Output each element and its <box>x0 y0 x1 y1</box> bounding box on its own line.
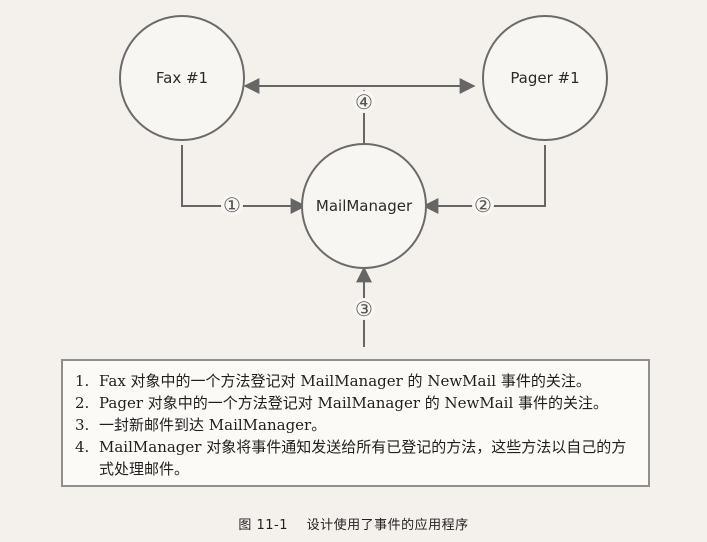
pager-register-line <box>422 145 546 214</box>
figure-caption: 图 11-1 设计使用了事件的应用程序 <box>0 514 707 533</box>
fax-node <box>119 15 245 141</box>
legend-number: 4. <box>75 438 90 456</box>
pager-label: Pager #1 <box>510 69 579 87</box>
legend-item-1: 1. Fax 对象中的一个方法登记对 MailManager 的 NewMail… <box>75 370 636 392</box>
step-badge-2: ② <box>472 193 494 217</box>
step-badge-1: ① <box>221 193 243 217</box>
fax-label: Fax #1 <box>156 69 208 87</box>
fax-register-line <box>181 145 307 214</box>
mail-manager-node <box>301 143 427 269</box>
step-badge-2-label: ② <box>474 193 492 217</box>
legend-item-4: 4. MailManager 对象将事件通知发送给所有已登记的方法，这些方法以自… <box>75 436 636 480</box>
legend-list: 1. Fax 对象中的一个方法登记对 MailManager 的 NewMail… <box>63 361 648 480</box>
legend-item-3: 3. 一封新邮件到达 MailManager。 <box>75 414 636 436</box>
legend-text: 一封新邮件到达 MailManager。 <box>99 416 327 434</box>
legend-box: 1. Fax 对象中的一个方法登记对 MailManager 的 NewMail… <box>61 359 650 487</box>
legend-text: MailManager 对象将事件通知发送给所有已登记的方法，这些方法以自己的方… <box>99 438 627 478</box>
event-diagram: Fax #1 Pager #1 MailManager ① ② ③ ④ <box>119 15 608 347</box>
legend-text: Fax 对象中的一个方法登记对 MailManager 的 NewMail 事件… <box>99 372 591 390</box>
step-badge-1-label: ① <box>223 193 241 217</box>
step-badge-4: ④ <box>353 90 375 114</box>
step-badge-3: ③ <box>353 297 375 321</box>
figure-number: 图 11-1 <box>238 518 288 533</box>
legend-text: Pager 对象中的一个方法登记对 MailManager 的 NewMail … <box>99 394 609 412</box>
legend-number: 1. <box>75 372 90 390</box>
legend-number: 2. <box>75 394 90 412</box>
legend-number: 3. <box>75 416 90 434</box>
legend-item-2: 2. Pager 对象中的一个方法登记对 MailManager 的 NewMa… <box>75 392 636 414</box>
pager-node <box>482 15 608 141</box>
step-badge-4-label: ④ <box>355 90 373 114</box>
mail-manager-label: MailManager <box>316 197 413 215</box>
figure-title: 设计使用了事件的应用程序 <box>306 518 469 533</box>
step-badge-3-label: ③ <box>355 297 373 321</box>
